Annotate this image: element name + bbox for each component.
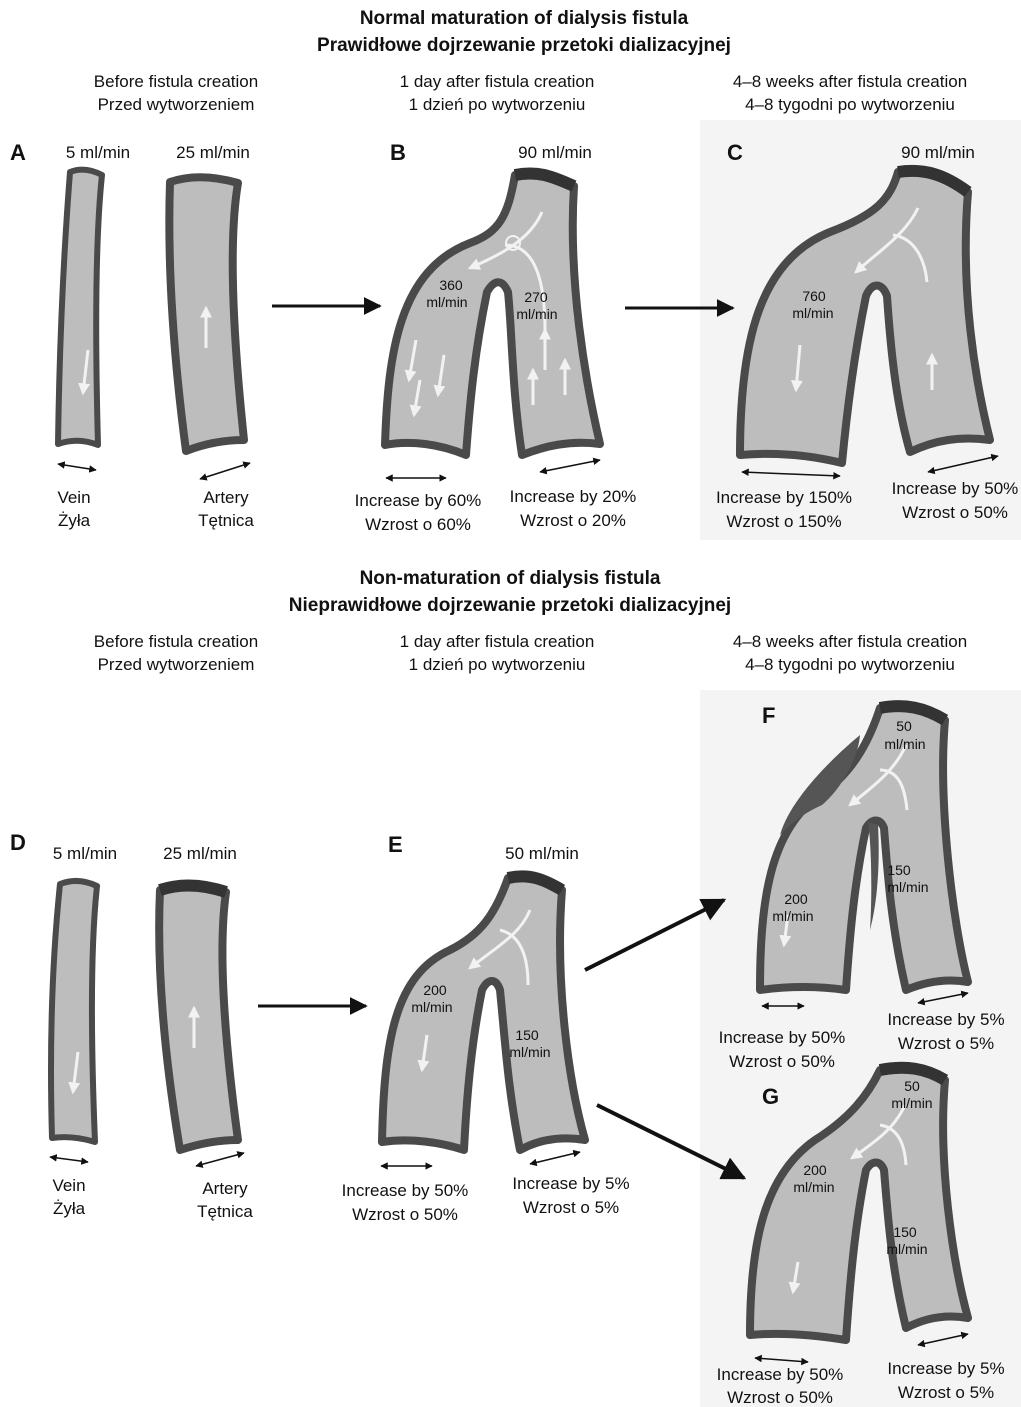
- panel-f-artery-value: 150: [887, 862, 911, 878]
- panel-d-vein-flow: 5 ml/min: [53, 844, 117, 863]
- panel-g-artery-value: 150: [893, 1224, 917, 1240]
- panel-g-vein-value: 200: [803, 1162, 827, 1178]
- panel-a-artery-diameter-arrow: [200, 463, 250, 479]
- panel-a-vein: [58, 170, 102, 445]
- panel-f-artery-increase-pl: Wzrost o 5%: [898, 1034, 994, 1053]
- panel-e-vein-increase-pl: Wzrost o 50%: [352, 1205, 458, 1224]
- panel-d-artery-flow: 25 ml/min: [163, 844, 237, 863]
- panel-e-vein-increase-en: Increase by 50%: [342, 1181, 469, 1200]
- panel-b-artery-diameter-arrow: [540, 460, 600, 472]
- nonmat-col1-pl: Przed wytworzeniem: [98, 655, 255, 674]
- panel-b-letter: B: [390, 140, 406, 165]
- panel-a-vein-flow: 5 ml/min: [66, 143, 130, 162]
- normal-col2-en: 1 day after fistula creation: [400, 72, 595, 91]
- panel-f-letter: F: [762, 703, 775, 728]
- panel-d-artery-diameter-arrow: [196, 1153, 244, 1166]
- panel-f-top-unit: ml/min: [884, 736, 925, 752]
- panel-d-artery-pl: Tętnica: [197, 1202, 253, 1221]
- panel-d-letter: D: [10, 830, 26, 855]
- panel-e-vein-value: 200: [423, 982, 447, 998]
- panel-e-artery-unit: ml/min: [509, 1044, 550, 1060]
- panel-f-artery-unit: ml/min: [887, 879, 928, 895]
- panel-g-vein-increase-pl: Wzrost o 50%: [727, 1388, 833, 1407]
- panel-c-vein-increase-pl: Wzrost o 150%: [726, 512, 841, 531]
- panel-d-vein-en: Vein: [52, 1176, 85, 1195]
- nonmat-col2-pl: 1 dzień po wytworzeniu: [409, 655, 586, 674]
- panel-a-letter: A: [10, 140, 26, 165]
- panel-f-artery-increase-en: Increase by 5%: [887, 1010, 1004, 1029]
- panel-f-vein-increase-pl: Wzrost o 50%: [729, 1052, 835, 1071]
- panel-c-vein-value: 760: [802, 288, 826, 304]
- panel-f-vein-unit: ml/min: [772, 908, 813, 924]
- panel-g-letter: G: [762, 1084, 779, 1109]
- panel-d-artery: [159, 885, 238, 1150]
- panel-d-artery-top-wall: [160, 885, 226, 892]
- panel-g-vein-increase-en: Increase by 50%: [717, 1365, 844, 1384]
- panel-f-vein-increase-en: Increase by 50%: [719, 1028, 846, 1047]
- panel-g-artery-unit: ml/min: [886, 1241, 927, 1257]
- panel-f-top-value: 50: [896, 718, 912, 734]
- panel-b-vein-increase-pl: Wzrost o 60%: [365, 515, 471, 534]
- normal-col2-pl: 1 dzień po wytworzeniu: [409, 95, 586, 114]
- nonmat-col3-pl: 4–8 tygodni po wytworzeniu: [745, 655, 955, 674]
- panel-a-vein-en: Vein: [57, 488, 90, 507]
- normal-col1-pl: Przed wytworzeniem: [98, 95, 255, 114]
- panel-b-flow: 90 ml/min: [518, 143, 592, 162]
- panel-b-vein-unit: ml/min: [426, 294, 467, 310]
- panel-b-artery-increase-en: Increase by 20%: [510, 487, 637, 506]
- panel-g-artery-increase-pl: Wzrost o 5%: [898, 1383, 994, 1402]
- nonmat-col2-en: 1 day after fistula creation: [400, 632, 595, 651]
- panel-e-artery-value: 150: [515, 1027, 539, 1043]
- panel-g-top-value: 50: [904, 1078, 920, 1094]
- normal-title-en: Normal maturation of dialysis fistula: [360, 8, 689, 29]
- panel-g-top-unit: ml/min: [891, 1095, 932, 1111]
- panel-e-artery-increase-en: Increase by 5%: [512, 1174, 629, 1193]
- panel-g-artery-increase-en: Increase by 5%: [887, 1359, 1004, 1378]
- panel-b-vein-increase-en: Increase by 60%: [355, 491, 482, 510]
- panel-b-artery-unit: ml/min: [516, 306, 557, 322]
- nonmat-col1-en: Before fistula creation: [94, 632, 258, 651]
- panel-c-letter: C: [727, 140, 743, 165]
- panel-c-flow: 90 ml/min: [901, 143, 975, 162]
- panel-e-artery-diameter-arrow: [530, 1152, 580, 1164]
- panel-d-vein: [51, 881, 97, 1142]
- panel-b-fistula: [385, 173, 600, 455]
- normal-col3-pl: 4–8 tygodni po wytworzeniu: [745, 95, 955, 114]
- panel-g-vein-unit: ml/min: [793, 1179, 834, 1195]
- normal-col1-en: Before fistula creation: [94, 72, 258, 91]
- panel-d-vein-diameter-arrow: [50, 1157, 88, 1162]
- nonmat-title-pl: Nieprawidłowe dojrzewanie przetoki diali…: [289, 595, 731, 616]
- panel-e-letter: E: [388, 832, 403, 857]
- panel-d-artery-en: Artery: [202, 1179, 248, 1198]
- normal-title-pl: Prawidłowe dojrzewanie przetoki dializac…: [317, 35, 731, 56]
- panel-b-artery-value: 270: [524, 289, 548, 305]
- panel-a-vein-pl: Żyła: [58, 511, 91, 530]
- panel-d-vein-pl: Żyła: [53, 1199, 86, 1218]
- panel-e-flow: 50 ml/min: [505, 844, 579, 863]
- panel-c-artery-increase-pl: Wzrost o 50%: [902, 503, 1008, 522]
- panel-e-artery-increase-pl: Wzrost o 5%: [523, 1198, 619, 1217]
- panel-a-vein-diameter-arrow: [58, 464, 96, 470]
- panel-a-artery-flow: 25 ml/min: [176, 143, 250, 162]
- panel-b-vein-value: 360: [439, 277, 463, 293]
- panel-b-artery-increase-pl: Wzrost o 20%: [520, 511, 626, 530]
- panel-c-vein-unit: ml/min: [792, 305, 833, 321]
- nonmat-col3-en: 4–8 weeks after fistula creation: [733, 632, 967, 651]
- panel-e-vein-unit: ml/min: [411, 999, 452, 1015]
- panel-c-vein-increase-en: Increase by 150%: [716, 488, 852, 507]
- panel-a-artery-en: Artery: [203, 488, 249, 507]
- nonmat-title-en: Non-maturation of dialysis fistula: [360, 568, 661, 589]
- normal-col3-en: 4–8 weeks after fistula creation: [733, 72, 967, 91]
- panel-f-vein-value: 200: [784, 891, 808, 907]
- panel-c-artery-increase-en: Increase by 50%: [892, 479, 1019, 498]
- panel-a-artery-pl: Tętnica: [198, 511, 254, 530]
